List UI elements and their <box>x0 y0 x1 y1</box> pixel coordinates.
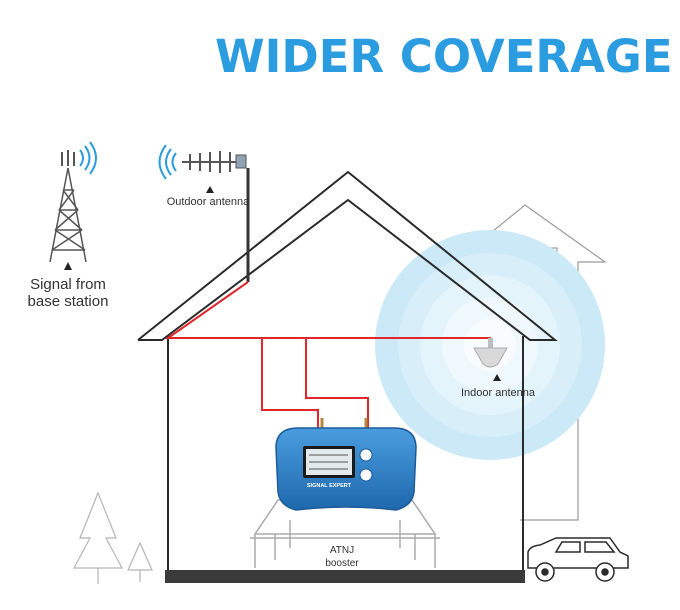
booster-label-line2: booster <box>325 558 359 569</box>
headline: WIDER COVERAGE <box>215 30 673 83</box>
outdoor-antenna-marker <box>206 186 214 193</box>
booster-device: SIGNAL EXPERT <box>275 418 417 511</box>
indoor-antenna-icon <box>473 338 508 368</box>
house-outline <box>137 170 558 578</box>
signal-source-label-line1: Signal from <box>30 276 106 293</box>
indoor-antenna-label: Indoor antenna <box>461 387 536 399</box>
cell-tower-icon <box>49 141 97 263</box>
device-brand: SIGNAL EXPERT <box>307 483 352 489</box>
signal-source-marker <box>64 262 72 270</box>
house-floor <box>165 570 525 583</box>
signal-source-label-line2: base station <box>28 293 109 310</box>
outdoor-antenna-label: Outdoor antenna <box>167 196 250 208</box>
trees <box>73 491 153 584</box>
car-icon <box>527 537 629 582</box>
outdoor-antenna-icon <box>158 144 247 180</box>
booster-label-line1: ATNJ <box>330 545 354 556</box>
indoor-antenna-marker <box>493 374 501 381</box>
